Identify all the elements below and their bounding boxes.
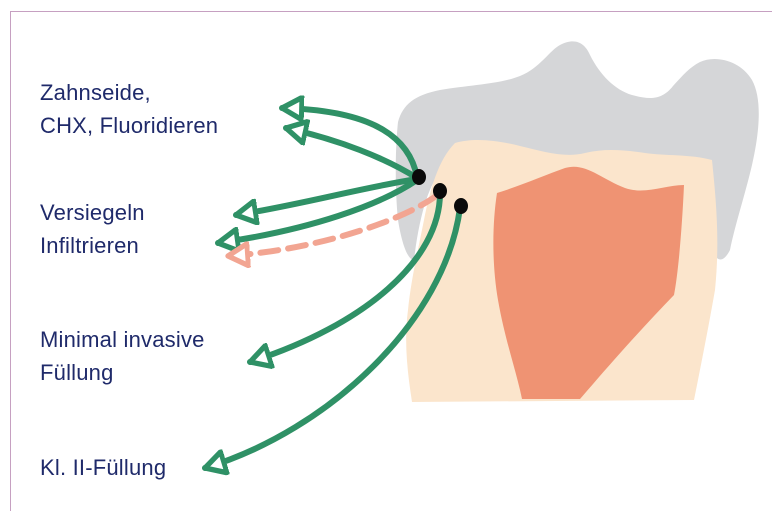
label-minimal-invasive: Minimal invasive Füllung (40, 323, 205, 389)
lesion-dot-3 (454, 198, 468, 214)
lesion-dot-2 (433, 183, 447, 199)
label-minimal-line1: Minimal invasive (40, 323, 205, 356)
label-hygiene-line1: Zahnseide, (40, 76, 218, 109)
label-sealing-line2: Infiltrieren (40, 229, 145, 262)
lesion-dot-1 (412, 169, 426, 185)
label-minimal-line2: Füllung (40, 356, 205, 389)
label-hygiene: Zahnseide, CHX, Fluoridieren (40, 76, 218, 142)
label-class2-line1: Kl. II-Füllung (40, 451, 166, 484)
label-class-ii: Kl. II-Füllung (40, 451, 166, 484)
label-sealing-line1: Versiegeln (40, 196, 145, 229)
label-hygiene-line2: CHX, Fluoridieren (40, 109, 218, 142)
label-sealing: Versiegeln Infiltrieren (40, 196, 145, 262)
tooth-illustration (396, 41, 759, 402)
